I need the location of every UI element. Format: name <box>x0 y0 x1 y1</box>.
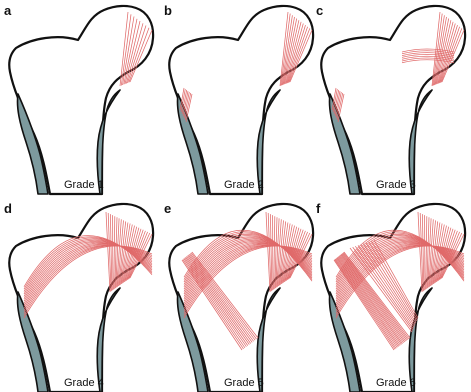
panel-e: e Grade 5 <box>162 200 316 392</box>
panel-f: f Grade 6 <box>314 200 468 392</box>
femur-diagram <box>2 2 156 194</box>
femur-diagram <box>2 200 156 392</box>
femur-outline <box>9 6 153 194</box>
grade-label: Grade 6 <box>376 377 416 389</box>
panel-b: b Grade 2 <box>162 2 316 194</box>
femur-diagram <box>314 2 468 194</box>
panel-c: c Grade 3 <box>314 2 468 194</box>
grade-label: Grade 5 <box>224 377 264 389</box>
femur-diagram <box>162 2 316 194</box>
femur-diagram <box>162 200 316 392</box>
panel-d: d Grade 4 <box>2 200 156 392</box>
grade-label: Grade 2 <box>224 179 264 191</box>
grade-label: Grade 4 <box>64 377 104 389</box>
grade-label: Grade 3 <box>376 179 416 191</box>
femur-diagram <box>314 200 468 392</box>
grade-label: Grade 1 <box>64 179 104 191</box>
panel-a: a Grade 1 <box>2 2 156 194</box>
